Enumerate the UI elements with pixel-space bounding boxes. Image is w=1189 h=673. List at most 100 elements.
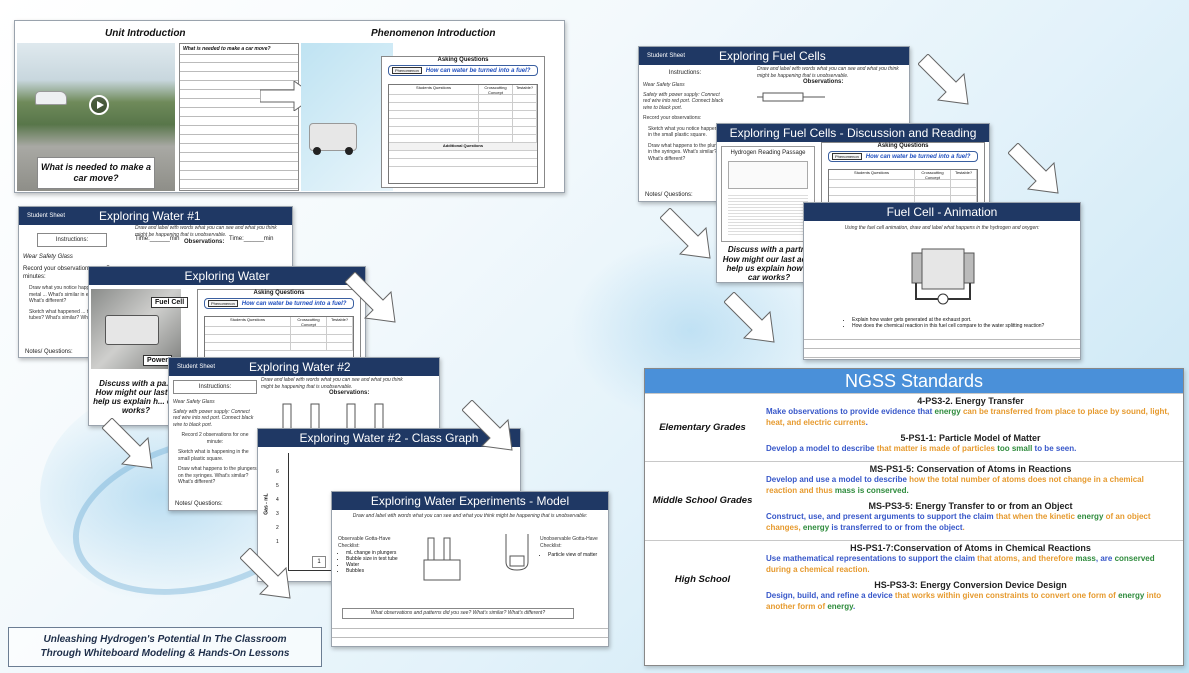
fuel-anim-b2: How does the chemical reaction in this f… bbox=[852, 323, 1044, 329]
fuel-phenomenon-tag: Phenomenon bbox=[832, 153, 862, 160]
fuel-cells-prompt: Draw and label with words what you can s… bbox=[757, 66, 899, 79]
fuel-phenomenon-banner: Phenomenon How can water be turned into … bbox=[828, 151, 978, 162]
video-caption: What is needed to make a car move? bbox=[40, 162, 152, 183]
car-move-sheet: What is needed to make a car move? bbox=[179, 43, 299, 191]
water-discuss: Discuss with a pa... How might our last … bbox=[93, 379, 179, 415]
ngss-standard-code: HS-PS1-7:Conservation of Atoms in Chemic… bbox=[850, 543, 1091, 553]
graph-tick-label: 4 bbox=[276, 497, 279, 503]
fuel-anim-header: Fuel Cell - Animation bbox=[804, 203, 1080, 221]
observable-item: mL change in plungers bbox=[346, 550, 398, 556]
water-aq-sheet: Asking Questions Phenomenon How can wate… bbox=[197, 289, 361, 369]
water1-b2: Sketch what happened ... top of the test… bbox=[29, 308, 118, 322]
water1-header: Student Sheet Exploring Water #1 bbox=[19, 207, 292, 225]
ngss-standards-list: HS-PS1-7:Conservation of Atoms in Chemic… bbox=[760, 541, 1183, 619]
car-video-thumbnail[interactable]: What is needed to make a car move? bbox=[17, 43, 175, 191]
phenomenon-question: How can water be turned into a fuel? bbox=[425, 67, 531, 74]
graph-tick-label: 3 bbox=[276, 511, 279, 517]
water1-wear: Wear Safety Glass bbox=[23, 254, 73, 260]
ngss-standard-description: Use mathematical representations to supp… bbox=[766, 554, 1155, 574]
observable-item: Bubbles bbox=[346, 568, 398, 574]
fuel-col-testable: Testable? bbox=[951, 170, 977, 179]
play-icon[interactable] bbox=[89, 95, 109, 115]
model-unobservable: Unobservable Gotta-Have Checklist: bbox=[540, 536, 598, 549]
unit-intro-title: Unit Introduction bbox=[105, 28, 186, 39]
ngss-standard-code: 4-PS3-2. Energy Transfer bbox=[917, 396, 1024, 406]
ngss-standard: HS-PS3-3: Energy Conversion Device Desig… bbox=[766, 580, 1175, 612]
phenomenon-tag: Phenomenon bbox=[392, 67, 422, 74]
water2-header: Student Sheet Exploring Water #2 bbox=[169, 358, 439, 376]
down-right-arrow-icon-3 bbox=[462, 400, 513, 451]
reading-passage-title: Hydrogen Reading Passage bbox=[730, 150, 806, 156]
water-phenomenon-tag: Phenomenon bbox=[208, 300, 238, 307]
phenomenon-photo bbox=[301, 43, 393, 191]
water1-observations: Observations: bbox=[184, 239, 225, 245]
col-students: Students Questions bbox=[389, 85, 479, 94]
video-caption-box: What is needed to make a car move? bbox=[37, 157, 155, 189]
fuel-cell-diagram bbox=[911, 248, 975, 305]
fuel-disc-title: Exploring Fuel Cells - Discussion and Re… bbox=[729, 126, 977, 140]
ngss-standard-description: Develop a model to describe that matter … bbox=[766, 444, 1077, 453]
ngss-standard-description: Make observations to provide evidence th… bbox=[766, 407, 1170, 427]
graph-title: Exploring Water #2 - Class Graph bbox=[299, 431, 479, 445]
down-right-arrow-icon-1 bbox=[345, 272, 396, 323]
fuel-cells-notes: Notes/ Questions: bbox=[645, 192, 693, 198]
water2-b2: Draw what happens to the plungers on the… bbox=[178, 466, 257, 485]
water1-instructions: Instructions: bbox=[37, 233, 107, 247]
graph-tick-label: 6 bbox=[276, 469, 279, 475]
model-question: What observations and patterns did you s… bbox=[342, 608, 574, 619]
ngss-standards-list: MS-PS1-5: Conservation of Atoms in React… bbox=[760, 462, 1183, 540]
col-testable: Testable? bbox=[513, 85, 537, 94]
ngss-title: NGSS Standards bbox=[645, 369, 1183, 393]
ngss-standard-description: Construct, use, and present arguments to… bbox=[766, 512, 1151, 532]
ngss-grade-label: Middle School Grades bbox=[652, 495, 753, 506]
fuel-discuss-lead: Discuss with a partne bbox=[727, 245, 811, 254]
student-sheet-label: Student Sheet bbox=[27, 213, 66, 219]
fuel-cells-syringe-drawing bbox=[757, 92, 825, 102]
fuel-animation-slide: Fuel Cell - Animation Using the fuel cel… bbox=[803, 202, 1081, 360]
aq-title: Asking Questions bbox=[437, 57, 489, 63]
caption-line1: Unleashing Hydrogen's Potential In The C… bbox=[43, 634, 287, 645]
down-right-arrow-icon-4 bbox=[240, 548, 291, 599]
down-right-arrow-icon-2 bbox=[102, 418, 153, 469]
water2-record: Record 2 observations for one minute: bbox=[181, 432, 249, 445]
reading-passage: Hydrogen Reading Passage bbox=[721, 146, 815, 242]
down-right-arrow-icon-7 bbox=[660, 208, 711, 259]
ngss-standard-code: HS-PS3-3: Energy Conversion Device Desig… bbox=[874, 580, 1067, 590]
observable-item: Bubble size in test tube bbox=[346, 556, 398, 562]
graph-x1-label: 1 bbox=[312, 556, 326, 568]
water1-notes: Notes/ Questions: bbox=[25, 349, 73, 355]
fuel-cells-safety: Safety with power supply: Connect red wi… bbox=[643, 91, 724, 111]
ngss-grade-label: High School bbox=[674, 574, 731, 585]
water-phenomenon-banner: Phenomenon How can water be turned into … bbox=[204, 298, 354, 309]
water1-time1: Time:______min bbox=[135, 236, 180, 242]
water1-b1: Draw what you notice happening near the … bbox=[29, 285, 122, 304]
water-phenomenon-question: How can water be turned into a fuel? bbox=[241, 300, 347, 307]
model-title: Exploring Water Experiments - Model bbox=[370, 494, 570, 508]
graph-ylabel: Gas - mL bbox=[263, 493, 270, 515]
fuel-cells-instructions: Instructions: bbox=[668, 70, 702, 76]
model-cell-drawing bbox=[505, 534, 529, 571]
water-aq-title: Asking Questions bbox=[253, 290, 305, 296]
fuel-cells-header: Student Sheet Exploring Fuel Cells bbox=[639, 47, 909, 65]
caption-box: Unleashing Hydrogen's Potential In The C… bbox=[8, 627, 322, 667]
model-header: Exploring Water Experiments - Model bbox=[332, 492, 608, 510]
water2-instructions: Instructions: bbox=[173, 380, 257, 394]
ngss-standard: MS-PS3-5: Energy Transfer to or from an … bbox=[766, 501, 1175, 533]
instructions-box: Instructions: Wear Safety Glass Record y… bbox=[23, 233, 123, 333]
col-crosscutting: Crosscutting Concept bbox=[479, 85, 513, 95]
fuel-col-students: Students Questions bbox=[829, 170, 915, 179]
ngss-standard: HS-PS1-7:Conservation of Atoms in Chemic… bbox=[766, 543, 1175, 575]
unobservable-checklist: Particle view of matter bbox=[548, 552, 597, 558]
fuel-anim-title: Fuel Cell - Animation bbox=[886, 205, 998, 219]
down-right-arrow-icon-5 bbox=[918, 54, 969, 105]
additional-questions-label: Additional Questions bbox=[389, 143, 537, 151]
ngss-grade-row: Middle School Grades MS-PS1-5: Conservati… bbox=[645, 461, 1183, 540]
water-col-students: Students Questions bbox=[205, 317, 291, 326]
water2-student-sheet: Student Sheet bbox=[177, 364, 216, 370]
